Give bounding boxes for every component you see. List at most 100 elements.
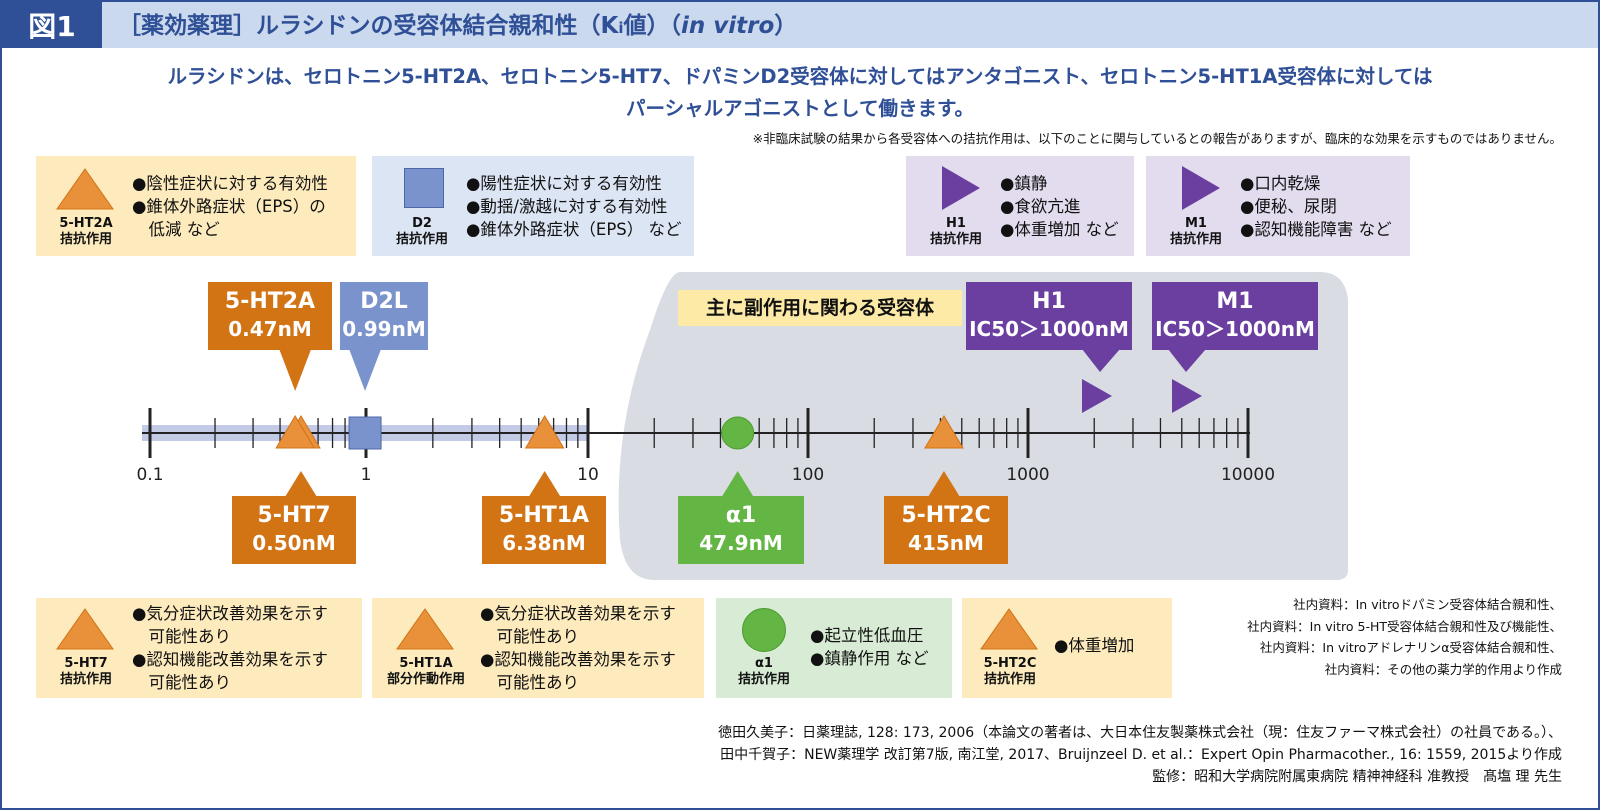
card-bullet: ●気分症状改善効果を示す [480, 604, 676, 623]
card-sublabel: 拮抗作用 [1169, 232, 1222, 247]
pointer-alpha1 [721, 471, 754, 497]
pointer-5ht1a [528, 471, 561, 497]
citation-line: 徳田久美子：日薬理誌, 128: 173, 2006（本論文の著者は、大日本住友… [718, 725, 1562, 741]
pointer-5ht2c [927, 471, 960, 497]
card-label: D2 [412, 216, 432, 231]
square-icon [404, 168, 444, 208]
tick-label: 1 [361, 465, 372, 485]
triangle-icon [980, 608, 1038, 650]
card-bullet: ●認知機能改善効果を示す [132, 650, 328, 669]
card-sublabel: 拮抗作用 [737, 672, 790, 687]
card-sublabel: 拮抗作用 [59, 232, 112, 247]
card-bullet: ●動揺/激越に対する有効性 [466, 197, 668, 216]
tick-label: 100 [792, 465, 824, 485]
card-bullet: ●体重増加 など [1000, 220, 1119, 239]
header-bar [2, 2, 1598, 48]
card-bullet: 可能性あり [480, 627, 580, 646]
card-label: 5-HT1A [399, 656, 453, 671]
card-sublabel: 拮抗作用 [59, 672, 112, 687]
card-bullet: 可能性あり [132, 673, 232, 692]
lead-line-1: ルラシドンは、セロトニン5-HT2A、セロトニン5-HT7、ドパミンD2受容体に… [167, 65, 1433, 88]
marker-5ht2c [924, 415, 964, 449]
citation-line: 田中千賀子：NEW薬理学 改訂第7版, 南江堂, 2017、Bruijnzeel… [720, 747, 1562, 763]
reference-line: 社内資料：In vitroドパミン受容体結合親和性、 [1293, 597, 1562, 612]
card-bullet: ●便秘、尿閉 [1240, 197, 1337, 216]
card-bullet: ●鎮静 [1000, 174, 1048, 193]
marker-5ht1a [524, 415, 565, 449]
citation: 徳田久美子：日薬理誌, 128: 173, 2006（本論文の著者は、大日本住友… [718, 722, 1562, 788]
card-bullet: 可能性あり [132, 627, 232, 646]
pointer-5ht7 [284, 471, 317, 497]
card-sublabel: 拮抗作用 [395, 232, 448, 247]
card-bullet: ●体重増加 [1054, 636, 1135, 655]
card-bullet: ●錐体外路症状（EPS）の [132, 197, 326, 216]
play-triangle-icon [942, 166, 980, 210]
figure-label: 図1 [2, 2, 102, 48]
reference-line: 社内資料：その他の薬力学的作用より作成 [1324, 661, 1562, 677]
tick-label: 0.1 [136, 465, 163, 485]
card-bullet: ●気分症状改善効果を示す [132, 604, 328, 623]
card-bullet: ●口内乾燥 [1240, 174, 1321, 193]
card-sublabel: 部分作動作用 [386, 672, 465, 687]
reference-line: 社内資料：In vitroアドレナリンα受容体結合親和性、 [1259, 640, 1562, 655]
marker-alpha1 [721, 416, 755, 450]
triangle-icon [56, 168, 114, 210]
card-bullet: ●陽性症状に対する有効性 [466, 174, 662, 193]
card-sublabel: 拮抗作用 [929, 232, 982, 247]
reference-line: 社内資料：In vitro 5-HT受容体結合親和性及び機能性、 [1247, 618, 1562, 634]
card-label: 5-HT2C [983, 656, 1037, 671]
card-bullet: ●錐体外路症状（EPS） など [466, 220, 682, 239]
marker-h1 [1082, 379, 1112, 413]
card-label: 5-HT7 [64, 656, 108, 671]
play-triangle-icon [1182, 166, 1220, 210]
card-label: α1 [755, 656, 773, 671]
card-bullet: ●認知機能改善効果を示す [480, 650, 676, 669]
marker-5ht2a [275, 415, 316, 449]
triangle-icon [56, 608, 114, 650]
marker-m1 [1172, 379, 1202, 413]
side-effect-label: 主に副作用に関わる受容体 [678, 290, 962, 326]
card-bullet: ●食欲亢進 [1000, 197, 1081, 216]
card-bullet: ●起立性低血圧 [810, 626, 924, 645]
references: 社内資料：In vitroドパミン受容体結合親和性、 社内資料：In vitro… [1247, 594, 1562, 680]
lead-line-2: パーシャルアゴニストとして働きます。 [625, 97, 975, 120]
marker-d2l [348, 416, 382, 450]
card-bullet: ●認知機能障害 など [1240, 220, 1392, 239]
card-bullet: ●鎮静作用 など [810, 649, 929, 668]
tick-label: 10000 [1221, 465, 1275, 485]
pointer-5ht2a [279, 349, 312, 391]
tick-label: 1000 [1006, 465, 1049, 485]
circle-icon [742, 608, 786, 652]
card-label: 5-HT2A [59, 216, 113, 231]
card-sublabel: 拮抗作用 [983, 672, 1036, 687]
disclaimer-note: ※非臨床試験の結果から各受容体への拮抗作用は、以下のことに関与しているとの報告が… [752, 131, 1562, 146]
pointer-m1 [1168, 349, 1206, 372]
card-bullet: 可能性あり [480, 673, 580, 692]
triangle-icon [396, 608, 454, 650]
tick-label: 10 [577, 465, 599, 485]
card-bullet: ●陰性症状に対する有効性 [132, 174, 328, 193]
pointer-h1 [1082, 349, 1120, 372]
pointer-d2l [349, 349, 382, 391]
figure-title: ［薬効薬理］ルラシドンの受容体結合親和性（Ki値）（in vitro） [118, 13, 798, 39]
citation-line: 監修：昭和大学病院附属東病院 精神神経科 准教授 髙塩 理 先生 [1152, 769, 1562, 785]
card-bullet: 低減 など [132, 220, 220, 239]
card-label: M1 [1185, 216, 1207, 231]
